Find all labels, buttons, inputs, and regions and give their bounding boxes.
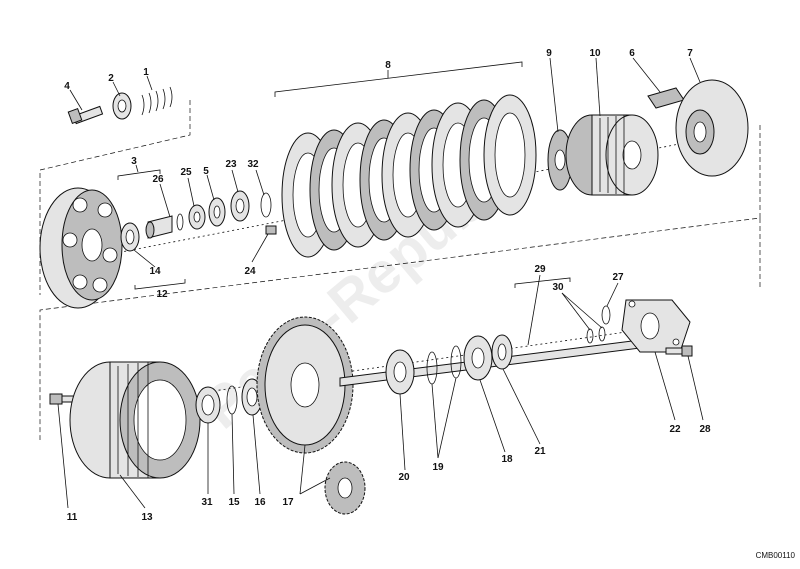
label-15: 15 [228,497,240,508]
drum-7 [675,79,749,177]
label-31: 31 [201,497,213,508]
label-3: 3 [131,156,137,167]
part-labels: 1 2 3 4 5 6 7 8 9 10 11 12 13 14 15 16 1… [64,48,711,523]
lower-axis [79,329,641,411]
label-20: 20 [398,472,410,483]
pressure-plate [39,187,123,309]
label-12: 12 [156,289,168,300]
label-13: 13 [141,512,153,523]
label-8: 8 [385,60,391,71]
primary-gear-17 [256,316,366,515]
o-ring-27 [601,305,611,325]
clutch-plate-stack-8 [281,94,537,258]
cover-22 [621,299,691,353]
label-9: 9 [546,48,552,59]
bolt-28 [665,345,693,357]
washer-2 [112,92,132,120]
bearing-21 [491,334,513,370]
spring-1 [141,86,173,116]
leader-lines [57,57,704,509]
bushing-25 [188,204,206,230]
label-29: 29 [534,264,546,275]
washer-5 [208,197,226,227]
o-ring-26 [176,213,184,231]
bearing-18 [463,335,493,381]
label-6: 6 [629,48,635,59]
o-ring-30a [586,328,594,344]
o-ring-30b [598,326,606,342]
label-24: 24 [244,266,256,277]
label-7: 7 [687,48,693,59]
upper-frame-left [39,100,191,295]
label-26: 26 [152,174,164,185]
circlip-19b [450,345,462,379]
spacer-24 [265,225,277,235]
label-11: 11 [67,512,78,523]
clutch-hub-10 [565,114,659,196]
bushing-31 [195,386,221,424]
label-5: 5 [203,166,209,177]
damper-6 [647,87,685,109]
label-28: 28 [699,424,711,435]
document-code: CMB00110 [756,551,796,560]
bearing-20 [385,349,415,395]
label-23: 23 [225,159,237,170]
bolt-4 [67,105,104,125]
frame-divider [39,125,761,440]
bearing-14 [120,222,140,252]
label-1: 1 [143,67,149,78]
label-30: 30 [552,282,564,293]
label-22: 22 [669,424,681,435]
label-21: 21 [534,446,546,457]
label-10: 10 [589,48,601,59]
pushrod-3 [145,215,173,239]
label-17: 17 [282,497,294,508]
circlip-32 [260,192,272,218]
label-14: 14 [149,266,161,277]
label-25: 25 [180,167,192,178]
label-32: 32 [247,159,259,170]
label-19: 19 [432,462,444,473]
label-2: 2 [108,73,114,84]
label-18: 18 [501,454,513,465]
washer-23 [230,190,250,222]
label-27: 27 [612,272,624,283]
label-16: 16 [254,497,266,508]
label-4: 4 [64,81,70,92]
clutch-basket-13 [69,361,201,479]
